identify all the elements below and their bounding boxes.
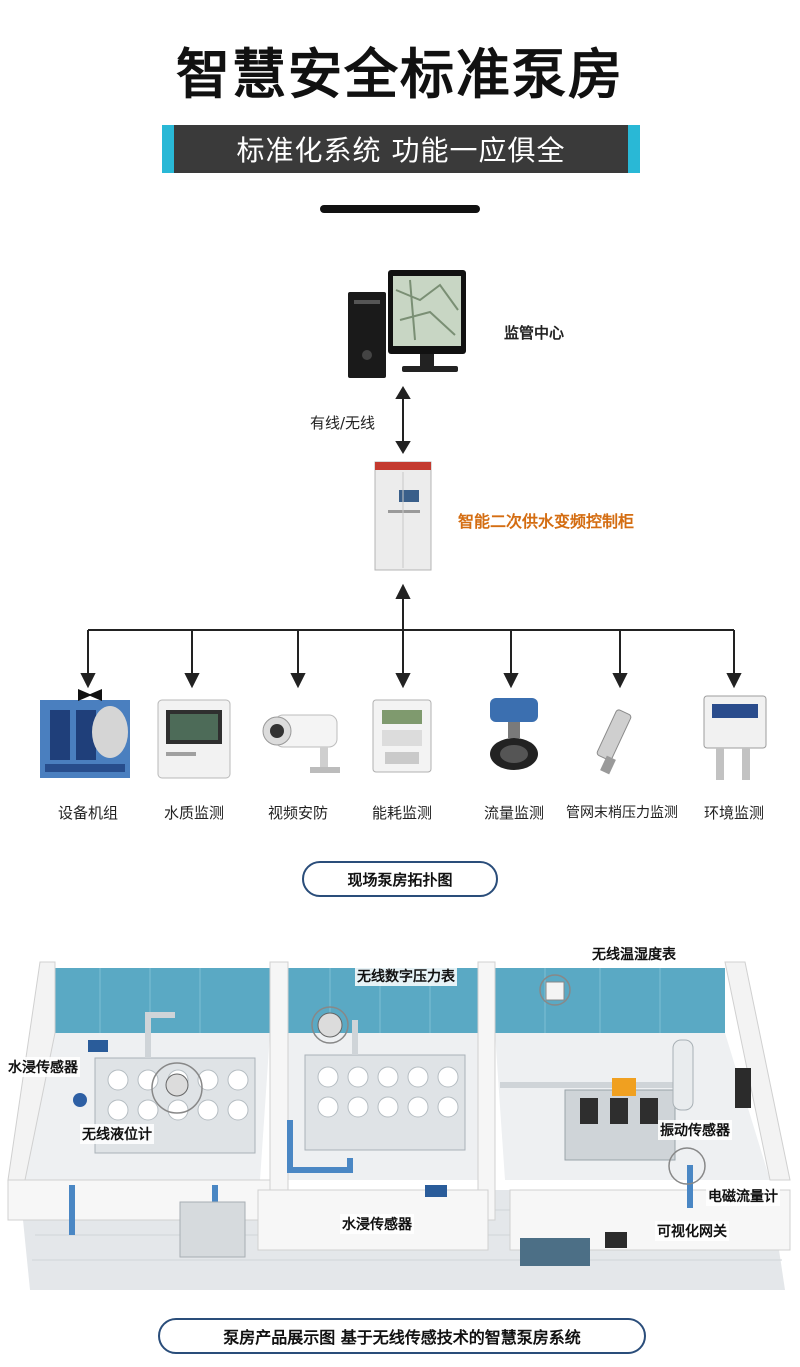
subtitle-banner: 标准化系统 功能一应俱全 [162, 125, 640, 173]
monitor-center-label: 监管中心 [504, 324, 565, 342]
pump-unit-icon [40, 689, 130, 778]
divider [320, 205, 480, 213]
security-camera-icon [262, 714, 340, 773]
down-arrow-head [80, 673, 96, 689]
water-tank-center [304, 1054, 466, 1151]
down-arrow-head [395, 673, 411, 689]
callout-wireless-level-gauge: 无线液位计 [80, 1124, 154, 1144]
control-cabinet-icon [374, 461, 432, 571]
blue-pipes [69, 1120, 693, 1235]
page-title: 智慧安全标准泵房 [176, 43, 624, 106]
energy-meter-icon [372, 699, 432, 773]
down-arrow-head [503, 673, 519, 689]
device-label-video: 视频安防 [267, 804, 328, 822]
down-arrow-head [290, 673, 306, 689]
computer-icon [348, 270, 466, 378]
device-label-energy: 能耗监测 [371, 804, 432, 822]
banner-left-accent [162, 125, 174, 173]
bus-arrow [395, 583, 411, 630]
environment-sensor-icon [703, 695, 767, 780]
topology-caption: 现场泵房拓扑图 [302, 861, 498, 897]
callout-water-immersion-left: 水浸传感器 [6, 1057, 80, 1077]
down-arrow-head [612, 673, 628, 689]
device-label-pump-unit: 设备机组 [57, 804, 118, 822]
link-arrow [395, 386, 411, 454]
pump-skid [564, 1039, 694, 1161]
flow-valve-icon [490, 698, 538, 770]
device-label-flow: 流量监测 [483, 804, 544, 822]
device-label-pressure: 管网末梢压力监测 [566, 805, 678, 821]
down-arrow-head [184, 673, 200, 689]
banner-right-accent [628, 125, 640, 173]
link-label: 有线/无线 [310, 414, 376, 432]
callout-water-immersion-center: 水浸传感器 [340, 1214, 414, 1234]
callout-vibration-sensor: 振动传感器 [658, 1120, 732, 1140]
device-label-environment: 环境监测 [703, 804, 764, 822]
pressure-sensor-icon [596, 709, 632, 775]
callout-visual-gateway: 可视化网关 [655, 1221, 729, 1241]
device-label-water-quality: 水质监测 [163, 804, 224, 822]
water-quality-monitor-icon [157, 699, 231, 779]
control-cabinet-label: 智能二次供水变频控制柜 [458, 512, 635, 531]
callout-wireless-temp-humidity: 无线温湿度表 [590, 944, 678, 964]
topology-diagram [40, 270, 767, 780]
callout-wireless-pressure-gauge: 无线数字压力表 [355, 966, 457, 986]
pump-room-illustration [7, 961, 791, 1290]
subtitle-text: 标准化系统 功能一应俱全 [236, 134, 566, 167]
callout-electromagnetic-flowmeter: 电磁流量计 [706, 1186, 780, 1206]
down-arrow-head [726, 673, 742, 689]
bottom-caption: 泵房产品展示图 基于无线传感技术的智慧泵房系统 [158, 1318, 646, 1354]
